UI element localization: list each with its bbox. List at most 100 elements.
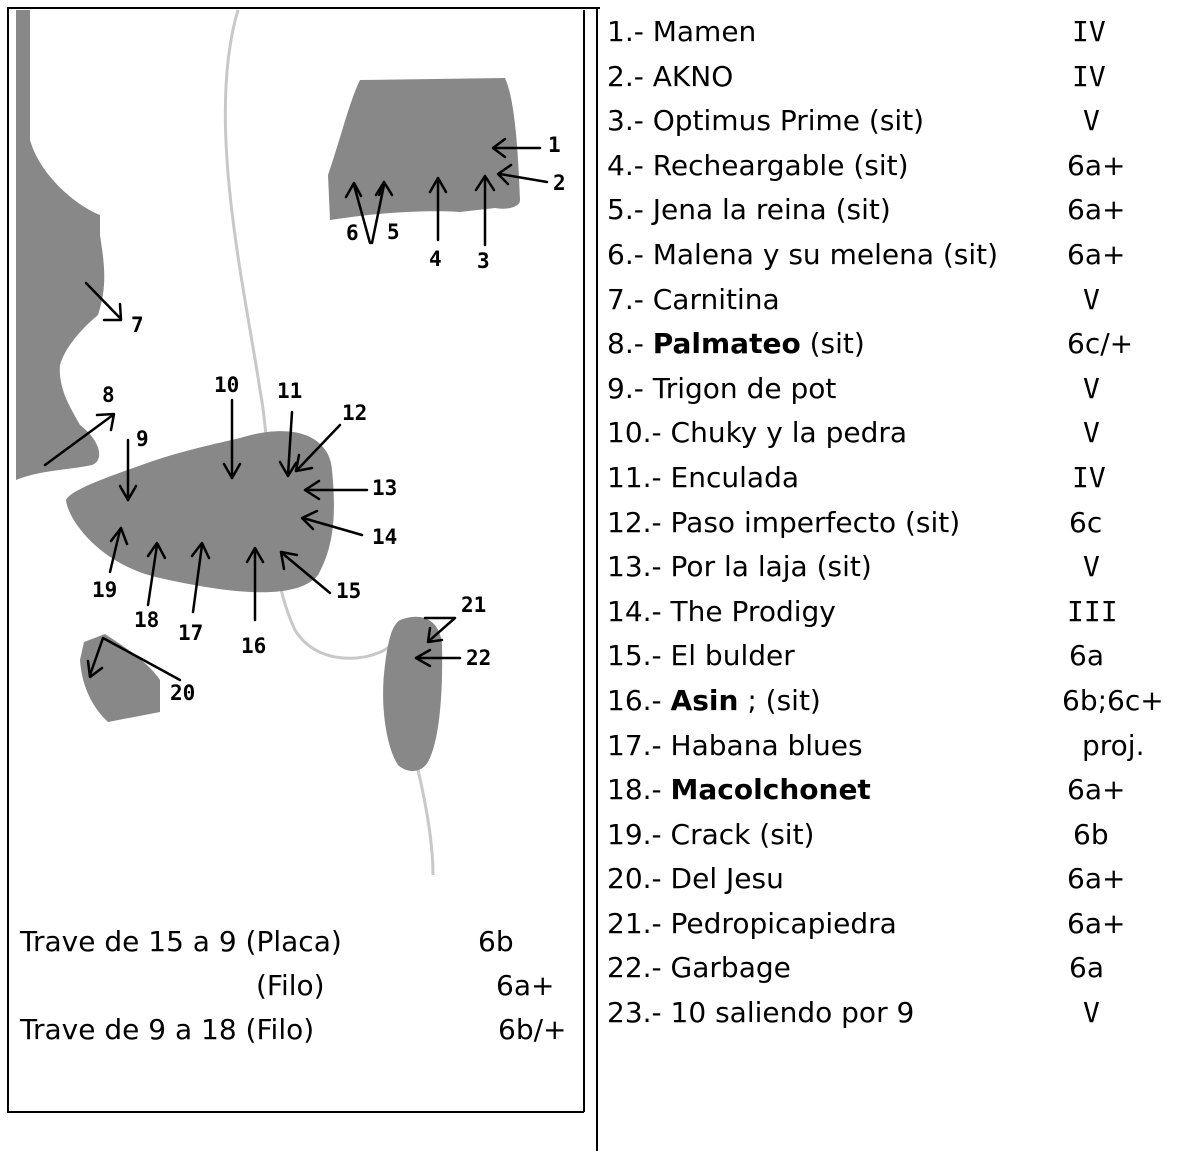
traverse-list: Trave de 15 a 9 (Placa) 6b (Filo) 6a+ Tr… xyxy=(20,920,580,1052)
route-title: Recheargable (sit) xyxy=(652,148,909,182)
route-name: 4.- Recheargable (sit) xyxy=(607,144,909,189)
topo-label-8: 8 xyxy=(102,383,115,407)
route-title: Habana blues xyxy=(670,728,863,762)
route-name: 19.- Crack (sit) xyxy=(607,813,814,858)
arrow-8 xyxy=(43,412,116,467)
route-name: 8.- Palmateo (sit) xyxy=(607,322,865,367)
route-name: 16.- Asin ; (sit) xyxy=(607,679,821,724)
traverse-row: (Filo) 6a+ xyxy=(20,964,580,1008)
route-grade: IV xyxy=(1072,460,1106,494)
arrow-14 xyxy=(300,509,364,537)
topo-diagram: 1 2 3 4 5 6 7 8 9 10 11 12 13 14 15 16 1… xyxy=(7,7,600,1151)
route-grade: V xyxy=(1083,104,1100,138)
topo-label-10: 10 xyxy=(214,373,239,397)
route-title: El bulder xyxy=(670,639,795,673)
route-number: 23.- xyxy=(607,996,662,1030)
route-grade: V xyxy=(1083,371,1100,405)
arrow-9 xyxy=(118,438,138,502)
route-grade: V xyxy=(1083,550,1100,584)
traverse-row: Trave de 9 a 18 (Filo) 6b/+ xyxy=(20,1008,580,1052)
route-grade: III xyxy=(1067,594,1118,628)
route-number: 20.- xyxy=(607,862,662,896)
rock-left-wall xyxy=(16,10,105,480)
route-number: 7.- xyxy=(607,282,644,316)
route-grade: 6a xyxy=(1069,639,1104,673)
topo-label-15: 15 xyxy=(336,579,361,603)
route-number: 15.- xyxy=(607,639,662,673)
route-number: 10.- xyxy=(607,416,662,450)
topo-label-17: 17 xyxy=(178,621,203,645)
arrow-12 xyxy=(294,423,342,473)
route-number: 4.- xyxy=(607,148,644,182)
route-title: Del Jesu xyxy=(670,862,784,896)
route-grade: V xyxy=(1083,416,1100,450)
route-grade: 6b;6c+ xyxy=(1062,683,1164,717)
arrow-7 xyxy=(84,281,123,322)
route-grade: 6a+ xyxy=(1067,906,1126,940)
route-title: Asin xyxy=(670,683,739,717)
route-title: Mamen xyxy=(652,15,757,48)
route-row: 8.- Palmateo (sit)6c/+ xyxy=(607,322,1202,367)
route-number: 8.- xyxy=(607,327,644,361)
traverse-label: Trave de 15 a 9 (Placa) xyxy=(20,925,342,958)
topo-label-16: 16 xyxy=(241,634,266,658)
traverse-grade: 6b xyxy=(478,925,514,958)
traverse-label: (Filo) xyxy=(256,969,325,1002)
arrow-16 xyxy=(245,546,265,622)
route-name: 3.- Optimus Prime (sit) xyxy=(607,99,924,144)
route-name: 5.- Jena la reina (sit) xyxy=(607,188,891,233)
route-suffix: (sit) xyxy=(800,327,865,361)
route-number: 16.- xyxy=(607,683,662,717)
route-number: 9.- xyxy=(607,371,644,405)
route-row: 12.- Paso imperfecto (sit)6c xyxy=(607,501,1202,546)
route-row: 20.- Del Jesu 6a+ xyxy=(607,857,1202,902)
arrow-4 xyxy=(428,176,448,242)
route-number: 6.- xyxy=(607,237,644,271)
topo-label-20: 20 xyxy=(170,681,195,705)
arrow-20 xyxy=(86,636,182,682)
route-title: AKNO xyxy=(652,59,734,93)
arrow-3 xyxy=(474,174,496,247)
arrow-19 xyxy=(108,526,129,574)
arrow-6 xyxy=(344,181,372,245)
route-grade: IV xyxy=(1072,59,1106,93)
route-number: 17.- xyxy=(607,728,662,762)
route-grade: IV xyxy=(1072,15,1106,48)
route-grade: V xyxy=(1083,996,1100,1030)
route-row: 10.- Chuky y la pedra V xyxy=(607,411,1202,456)
arrow-22 xyxy=(414,648,462,668)
topo-label-19: 19 xyxy=(92,578,117,602)
route-number: 2.- xyxy=(607,59,644,93)
route-title: Por la laja (sit) xyxy=(670,550,872,584)
route-grade: 6a+ xyxy=(1067,862,1126,896)
arrow-1 xyxy=(491,137,542,159)
route-row: 9.- Trigon de pot V xyxy=(607,367,1202,412)
route-grade: 6a+ xyxy=(1067,237,1126,271)
route-row: 2.- AKNO IV xyxy=(607,55,1202,100)
route-title: Chuky y la pedra xyxy=(670,416,908,450)
topo-label-5: 5 xyxy=(387,220,400,244)
route-number: 5.- xyxy=(607,193,644,227)
route-title: Carnitina xyxy=(652,282,780,316)
route-title: Palmateo xyxy=(652,327,801,361)
traverse-grade: 6b/+ xyxy=(498,1013,567,1046)
arrow-21 xyxy=(423,616,457,644)
route-row: 3.- Optimus Prime (sit) V xyxy=(607,99,1202,144)
route-name: 17.- Habana blues xyxy=(607,724,863,769)
route-name: 18.- Macolchonet xyxy=(607,768,871,813)
topo-number-labels: 1 2 3 4 5 6 7 8 9 10 11 12 13 14 15 16 1… xyxy=(92,133,566,705)
route-name: 6.- Malena y su melena (sit) xyxy=(607,233,998,278)
topo-label-12: 12 xyxy=(342,401,367,425)
route-name: 9.- Trigon de pot xyxy=(607,367,836,412)
trail-path-lower xyxy=(416,769,435,876)
route-title: The Prodigy xyxy=(670,594,836,628)
route-number: 12.- xyxy=(607,505,662,539)
traverse-grade: 6a+ xyxy=(496,969,555,1002)
route-row: 13.- Por la laja (sit)V xyxy=(607,545,1202,590)
topo-label-6: 6 xyxy=(346,221,359,245)
